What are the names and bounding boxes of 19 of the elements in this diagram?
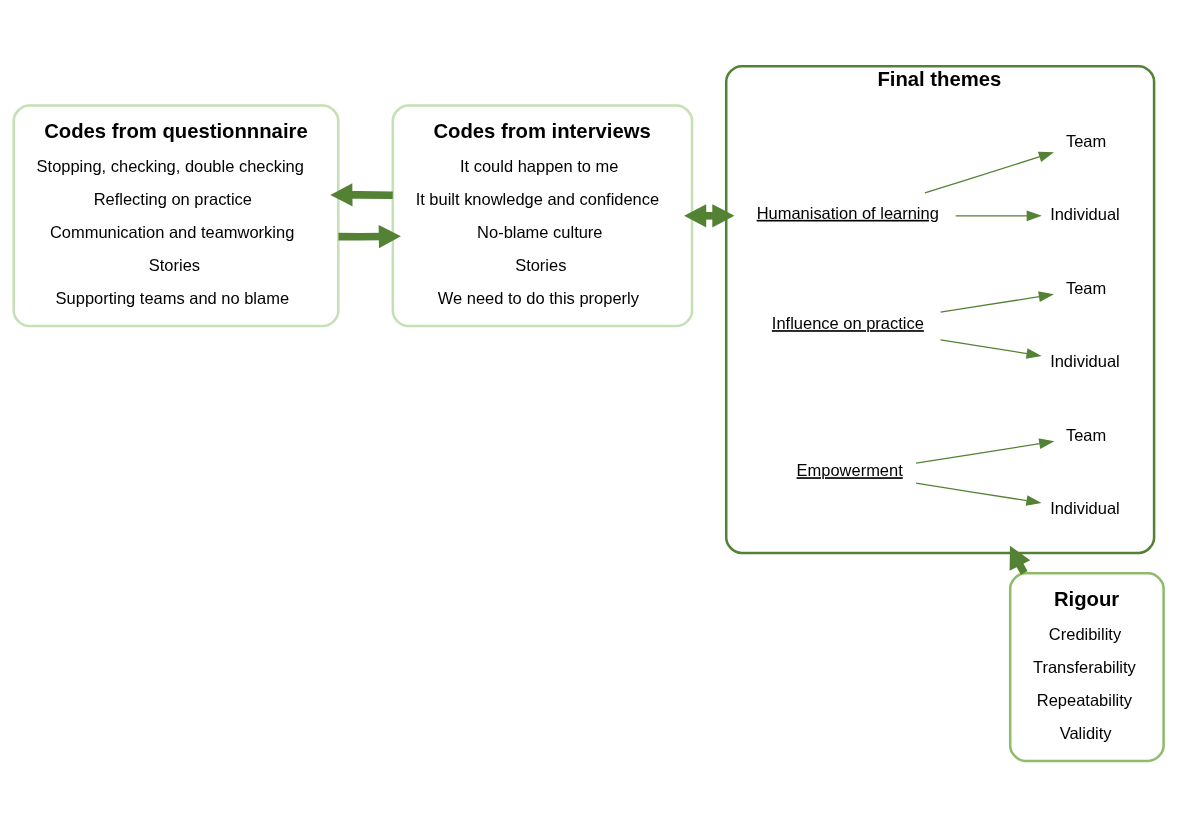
node-text: Individual bbox=[1050, 498, 1120, 517]
node-box: Codes from interviews It could happen to me It built knowledge and confidence No-blame culture Stories We need to do this properly bbox=[391, 103, 694, 327]
node-text: Individual bbox=[1050, 204, 1120, 223]
node-text: Humanisation of learning bbox=[756, 203, 939, 222]
arrow bbox=[955, 209, 1042, 221]
arrow bbox=[939, 338, 1042, 359]
node-text: Team bbox=[1065, 131, 1107, 150]
node-text: Empowerment bbox=[796, 460, 903, 479]
arrow bbox=[684, 203, 735, 227]
node-box: Rigour Credibility Transferability Repeatability Validity bbox=[1008, 571, 1165, 762]
node-text: Individual bbox=[1050, 351, 1120, 370]
arrow bbox=[924, 151, 1055, 194]
node-box: Codes from questionnnaire Stopping, checking, double checking Reflecting on practice Communication and teamworking Stories Supporting teams and no blame bbox=[12, 103, 340, 327]
arrow bbox=[915, 437, 1055, 464]
arrow bbox=[915, 482, 1042, 506]
arrow bbox=[939, 290, 1054, 313]
node-text: Influence on practice bbox=[771, 313, 924, 332]
node-text: Team bbox=[1065, 425, 1107, 444]
node-text: Team bbox=[1065, 278, 1107, 297]
